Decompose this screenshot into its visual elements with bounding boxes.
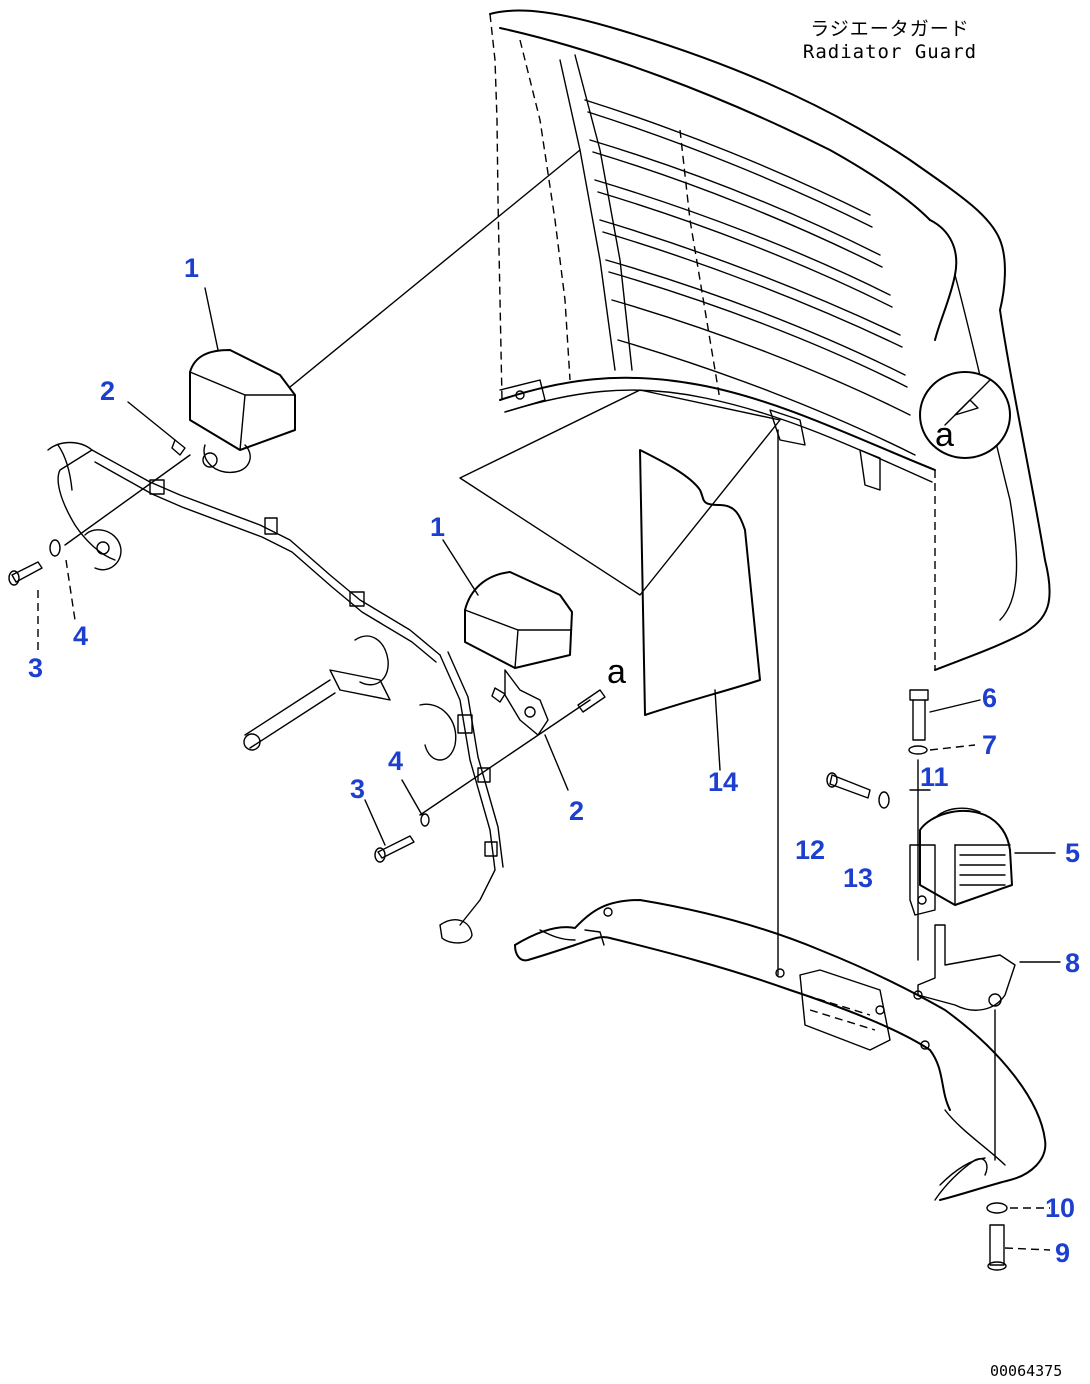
callout-item-9: 9: [1055, 1238, 1071, 1268]
radiator-guard: [489, 9, 1051, 671]
callout-left-washer: 4: [73, 621, 89, 651]
left-bolt-washer: [8, 539, 76, 650]
detail-marker-guard: a: [935, 416, 954, 454]
bolt-6: [909, 689, 981, 741]
detail-marker-lamp: a: [607, 653, 626, 691]
callout-left-lamp: 1: [184, 253, 200, 283]
callout-item-11: 11: [920, 762, 949, 792]
callout-item-8: 8: [1065, 948, 1081, 978]
callout-item-10: 10: [1045, 1193, 1076, 1223]
callout-center-washer: 4: [388, 746, 404, 776]
bracket-8: [913, 924, 1061, 1011]
bolt-12: [826, 772, 871, 799]
center-work-lamp: [464, 571, 606, 736]
title-japanese: ラジエータガード: [810, 18, 970, 40]
washer-13: [878, 791, 890, 809]
component-5: [909, 807, 1056, 916]
left-work-lamp: [171, 349, 296, 474]
callout-center-bolt: 3: [350, 774, 366, 804]
washer-7: [908, 745, 928, 755]
callout-item-12: 12: [795, 835, 826, 865]
callout-item-13: 13: [843, 863, 874, 893]
washer-10: [986, 1202, 1008, 1214]
drawing-code: 00064375: [990, 1362, 1063, 1380]
diagram-title: ラジエータガード Radiator Guard: [780, 18, 1000, 64]
callout-left-bracket: 2: [100, 376, 116, 406]
callout-sheet: 14: [708, 767, 739, 797]
callout-item-7: 7: [982, 730, 998, 760]
callout-item-6: 6: [982, 683, 998, 713]
callout-center-lamp: 1: [430, 512, 446, 542]
sheet-plate-14: [459, 389, 781, 771]
lower-frame: [514, 899, 1047, 1201]
callout-center-bracket: 2: [569, 796, 585, 826]
title-english: Radiator Guard: [802, 40, 978, 63]
left-harness: [47, 441, 504, 944]
callout-left-bolt: 3: [28, 653, 44, 683]
bolt-9: [987, 1224, 1051, 1271]
callout-item-5: 5: [1065, 838, 1081, 868]
